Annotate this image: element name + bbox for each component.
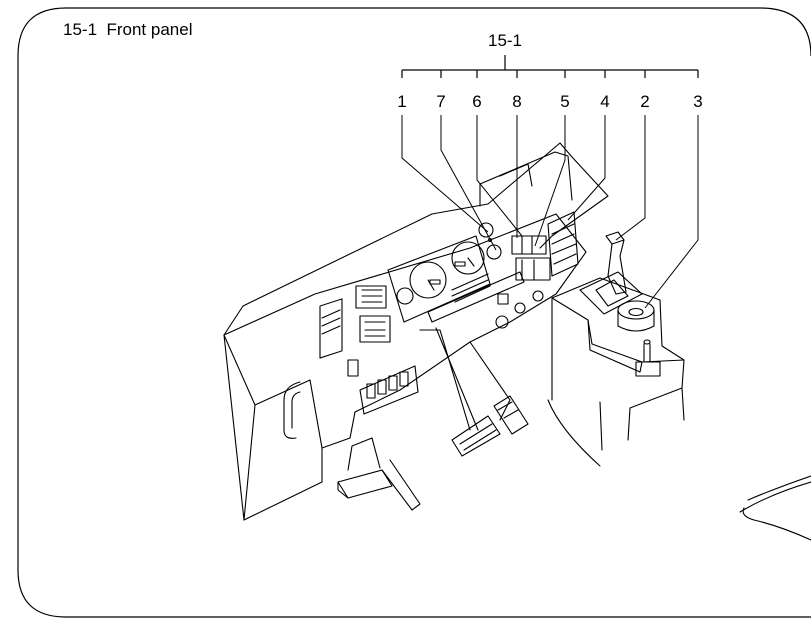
joystick	[635, 339, 661, 377]
rocker-switch-row	[359, 365, 419, 415]
callout-2: 2	[640, 92, 649, 111]
brake-pedal	[451, 415, 501, 457]
toggle-switch	[347, 359, 359, 377]
center-console	[547, 277, 685, 467]
callout-6: 6	[472, 92, 481, 111]
leader-lines	[401, 115, 699, 309]
panel-knobs	[495, 290, 544, 329]
callout-1: 1	[397, 92, 406, 111]
switch-grid	[355, 285, 391, 343]
floor-pedal	[337, 437, 421, 511]
callout-7: 7	[436, 92, 445, 111]
steering-column	[419, 327, 479, 431]
dashboard-front-face	[223, 213, 587, 449]
auxiliary-gauges	[478, 222, 502, 260]
group-label: 15-1	[488, 31, 522, 50]
section-title: 15-1 Front panel	[63, 20, 193, 39]
seat-edge	[739, 475, 811, 541]
dashboard-illustration	[223, 142, 811, 541]
callout-3: 3	[693, 92, 702, 111]
control-knob	[617, 300, 655, 332]
dashboard-top	[242, 142, 609, 307]
right-switch-panel	[511, 235, 551, 281]
rounded-frame	[17, 7, 811, 618]
side-panel	[243, 379, 323, 521]
right-vent	[547, 211, 579, 277]
gear-lever	[579, 231, 643, 315]
callout-8: 8	[512, 92, 521, 111]
gauge-cluster	[387, 235, 491, 323]
callout-bracket	[401, 55, 699, 78]
callout-5: 5	[560, 92, 569, 111]
grab-handle	[283, 381, 301, 439]
callout-4: 4	[600, 92, 609, 111]
accelerator-pedal	[493, 395, 529, 435]
left-vent	[319, 298, 343, 359]
